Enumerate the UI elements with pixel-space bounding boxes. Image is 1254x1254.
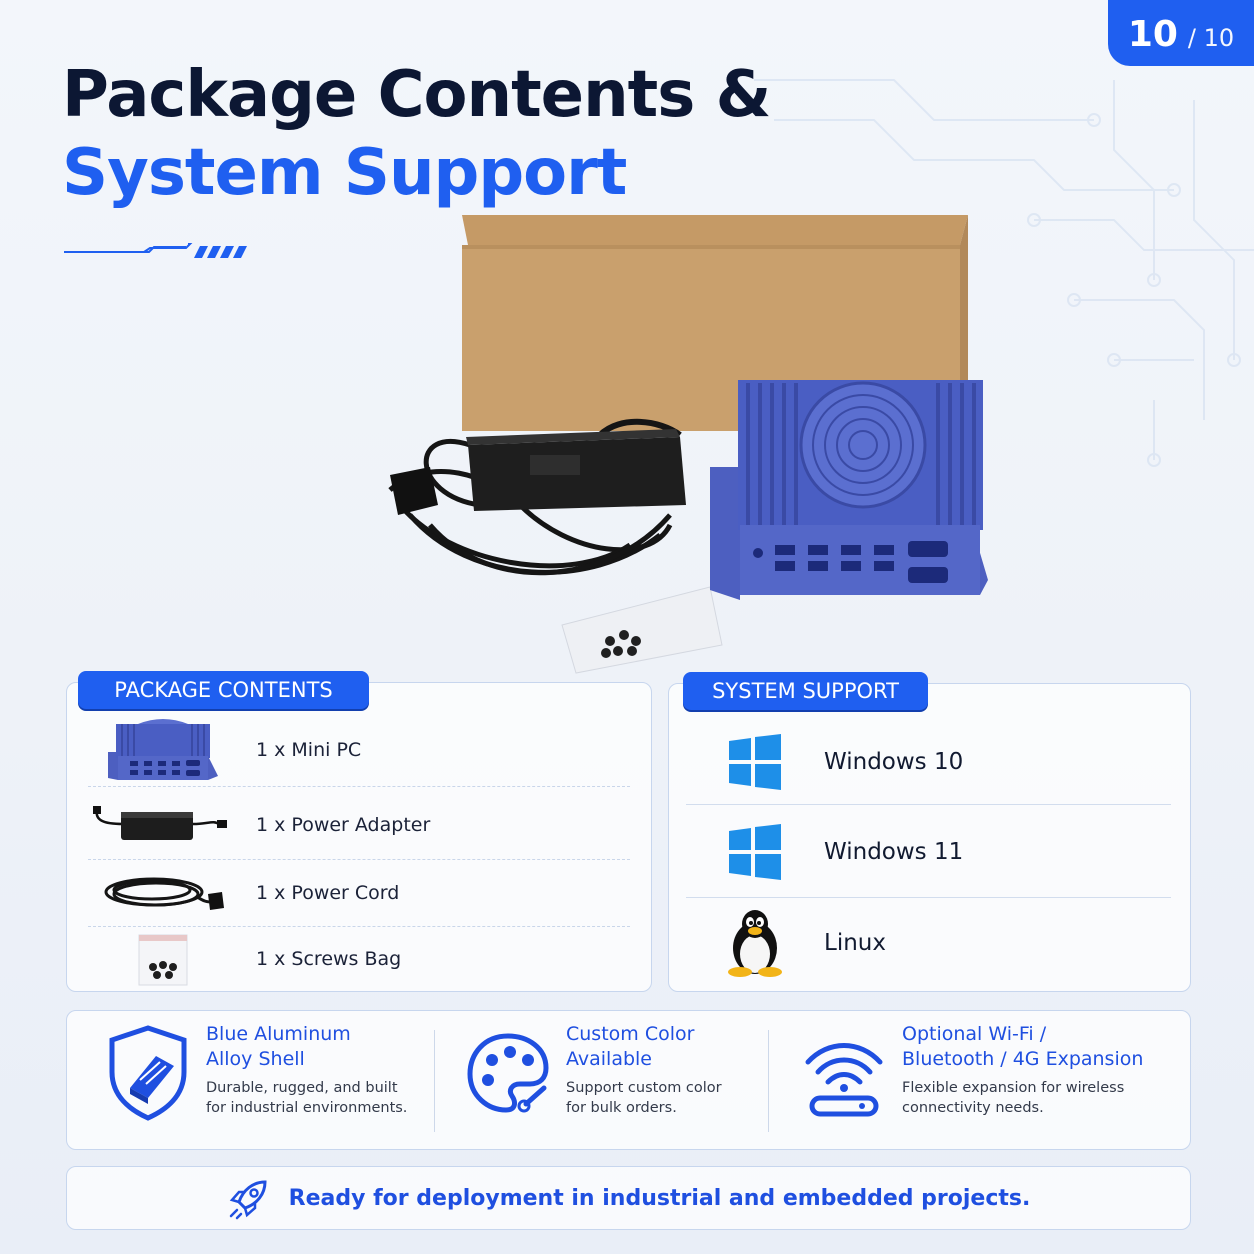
package-item-screws-bag: 1 x Screws Bag [88, 926, 630, 992]
row-divider [88, 926, 630, 927]
mini-pc-image [710, 380, 988, 600]
feature-separator [434, 1030, 435, 1132]
package-item-label: 1 x Screws Bag [256, 948, 402, 970]
page-indicator: 10 / 10 [1108, 0, 1254, 66]
package-item-power-adapter: 1 x Power Adapter [88, 792, 630, 858]
os-label: Linux [824, 930, 886, 956]
power-adapter-thumbnail [88, 792, 238, 858]
page-current: 10 [1127, 14, 1178, 55]
package-item-label: 1 x Mini PC [256, 739, 362, 761]
feature-wireless-expansion: Optional Wi-Fi / Bluetooth / 4G Expansio… [800, 1022, 1143, 1138]
feature-description: Durable, rugged, and built [206, 1080, 398, 1096]
footer-banner: Ready for deployment in industrial and e… [66, 1166, 1191, 1230]
circuit-pattern-decoration [754, 79, 1254, 467]
screws-bag-image [561, 586, 723, 674]
palette-icon [467, 1033, 549, 1113]
feature-title: Optional Wi-Fi / [902, 1023, 1047, 1045]
row-divider [686, 804, 1171, 805]
feature-title: Custom Color [566, 1023, 695, 1045]
shield-icon [109, 1025, 187, 1121]
rocket-icon [229, 1180, 267, 1220]
feature-title: Available [566, 1048, 653, 1070]
hero-product-image [388, 215, 988, 674]
os-item-linux: Linux [720, 908, 1160, 978]
windows-icon [720, 817, 790, 887]
windows-icon [720, 727, 790, 797]
feature-custom-color: Custom Color Available Support custom co… [464, 1022, 722, 1138]
os-label: Windows 10 [824, 749, 964, 775]
power-adapter-image [388, 418, 686, 576]
package-item-label: 1 x Power Adapter [256, 814, 431, 836]
wifi-router-icon [805, 1043, 883, 1117]
tux-penguin-icon [720, 908, 790, 978]
feature-description: connectivity needs. [902, 1100, 1044, 1116]
feature-description: for bulk orders. [566, 1100, 677, 1116]
os-item-windows-10: Windows 10 [720, 727, 1160, 797]
os-label: Windows 11 [824, 839, 964, 865]
system-support-heading: SYSTEM SUPPORT [683, 672, 928, 710]
package-item-power-cord: 1 x Power Cord [88, 860, 630, 926]
features-panel [66, 1010, 1191, 1150]
package-contents-heading: PACKAGE CONTENTS [78, 671, 369, 709]
power-cord-thumbnail [88, 860, 238, 926]
footer-text: Ready for deployment in industrial and e… [288, 1185, 1031, 1211]
mini-pc-thumbnail [88, 717, 238, 783]
row-divider [88, 859, 630, 860]
feature-description: Support custom color [566, 1080, 722, 1096]
feature-description: for industrial environments. [206, 1100, 408, 1116]
feature-separator [768, 1030, 769, 1132]
feature-title: Blue Aluminum [206, 1023, 351, 1045]
package-item-label: 1 x Power Cord [256, 882, 400, 904]
title-underline-decoration [64, 243, 247, 258]
row-divider [686, 897, 1171, 898]
page-title-line1: Package Contents & [62, 58, 771, 132]
screws-bag-thumbnail [88, 926, 238, 992]
page-total: / 10 [1187, 24, 1235, 52]
package-item-mini-pc: 1 x Mini PC [88, 717, 630, 783]
os-item-windows-11: Windows 11 [720, 817, 1160, 887]
page-title-line2: System Support [62, 136, 627, 210]
feature-description: Flexible expansion for wireless [902, 1080, 1125, 1096]
feature-aluminum-shell: Blue Aluminum Alloy Shell Durable, rugge… [104, 1022, 407, 1138]
feature-title: Alloy Shell [206, 1048, 305, 1070]
feature-title: Bluetooth / 4G Expansion [902, 1048, 1144, 1070]
row-divider [88, 786, 630, 787]
